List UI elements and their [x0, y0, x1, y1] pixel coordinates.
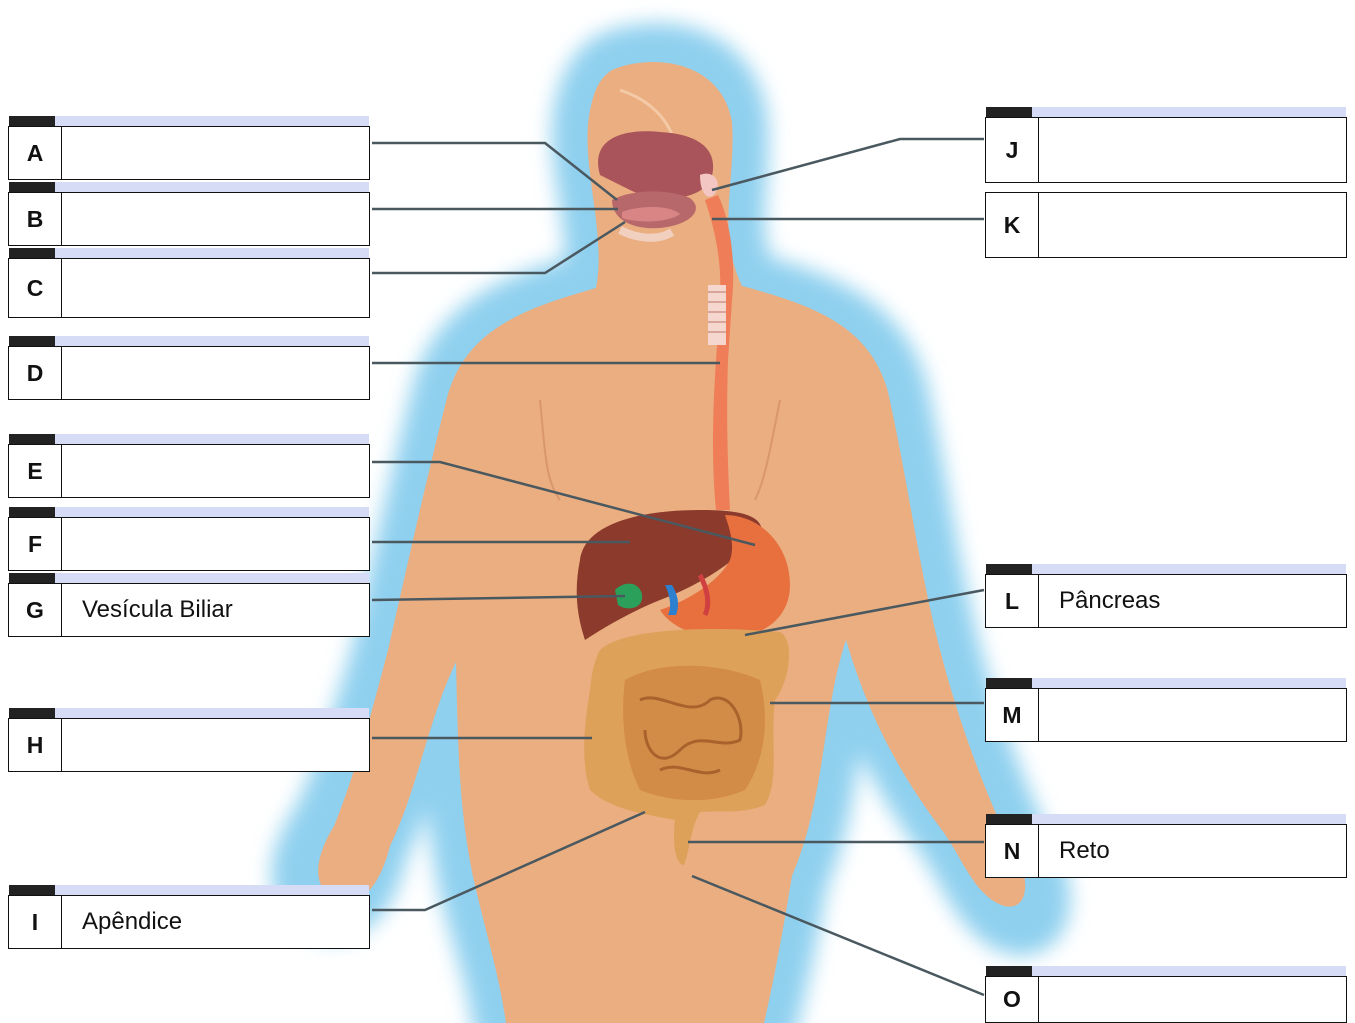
- label-letter: M: [986, 689, 1039, 741]
- label-answer[interactable]: [62, 127, 369, 179]
- label-answer[interactable]: [62, 518, 369, 570]
- label-tab: [9, 248, 369, 258]
- label-tab: [986, 107, 1346, 117]
- label-tab: [9, 885, 369, 895]
- label-box-j[interactable]: J: [985, 117, 1347, 183]
- label-answer[interactable]: [62, 259, 369, 317]
- label-letter: C: [9, 259, 62, 317]
- label-letter: D: [9, 347, 62, 399]
- label-box-h[interactable]: H: [8, 718, 370, 772]
- label-tab: [986, 678, 1346, 688]
- label-tab: [9, 507, 369, 517]
- label-box-a[interactable]: A: [8, 126, 370, 180]
- label-answer[interactable]: [1039, 118, 1346, 182]
- label-answer[interactable]: Pâncreas: [1039, 575, 1346, 627]
- label-letter: E: [9, 445, 62, 497]
- label-tab: [986, 814, 1346, 824]
- label-answer[interactable]: [1039, 193, 1346, 257]
- label-tab: [9, 434, 369, 444]
- label-tab: [986, 966, 1346, 976]
- label-letter: N: [986, 825, 1039, 877]
- label-tab: [9, 336, 369, 346]
- label-box-o[interactable]: O: [985, 976, 1347, 1023]
- label-answer[interactable]: Apêndice: [62, 896, 369, 948]
- label-tab: [9, 708, 369, 718]
- label-tab: [9, 182, 369, 192]
- label-letter: F: [9, 518, 62, 570]
- label-answer[interactable]: Vesícula Biliar: [62, 584, 369, 636]
- label-answer[interactable]: [62, 193, 369, 245]
- label-answer[interactable]: [1039, 977, 1346, 1022]
- label-letter: O: [986, 977, 1039, 1022]
- label-answer[interactable]: [62, 445, 369, 497]
- label-box-b[interactable]: B: [8, 192, 370, 246]
- label-box-d[interactable]: D: [8, 346, 370, 400]
- label-box-i[interactable]: I Apêndice: [8, 895, 370, 949]
- label-letter: I: [9, 896, 62, 948]
- label-box-n[interactable]: N Reto: [985, 824, 1347, 878]
- label-box-c[interactable]: C: [8, 258, 370, 318]
- label-box-l[interactable]: L Pâncreas: [985, 574, 1347, 628]
- label-letter: L: [986, 575, 1039, 627]
- label-letter: B: [9, 193, 62, 245]
- label-box-m[interactable]: M: [985, 688, 1347, 742]
- label-box-e[interactable]: E: [8, 444, 370, 498]
- label-answer[interactable]: [62, 347, 369, 399]
- label-letter: J: [986, 118, 1039, 182]
- label-tab: [9, 116, 369, 126]
- label-letter: G: [9, 584, 62, 636]
- label-tab: [9, 573, 369, 583]
- label-letter: A: [9, 127, 62, 179]
- label-letter: H: [9, 719, 62, 771]
- label-tab: [986, 564, 1346, 574]
- label-answer[interactable]: Reto: [1039, 825, 1346, 877]
- label-box-f[interactable]: F: [8, 517, 370, 571]
- label-box-g[interactable]: G Vesícula Biliar: [8, 583, 370, 637]
- label-letter: K: [986, 193, 1039, 257]
- label-box-k[interactable]: K: [985, 192, 1347, 258]
- label-answer[interactable]: [1039, 689, 1346, 741]
- label-answer[interactable]: [62, 719, 369, 771]
